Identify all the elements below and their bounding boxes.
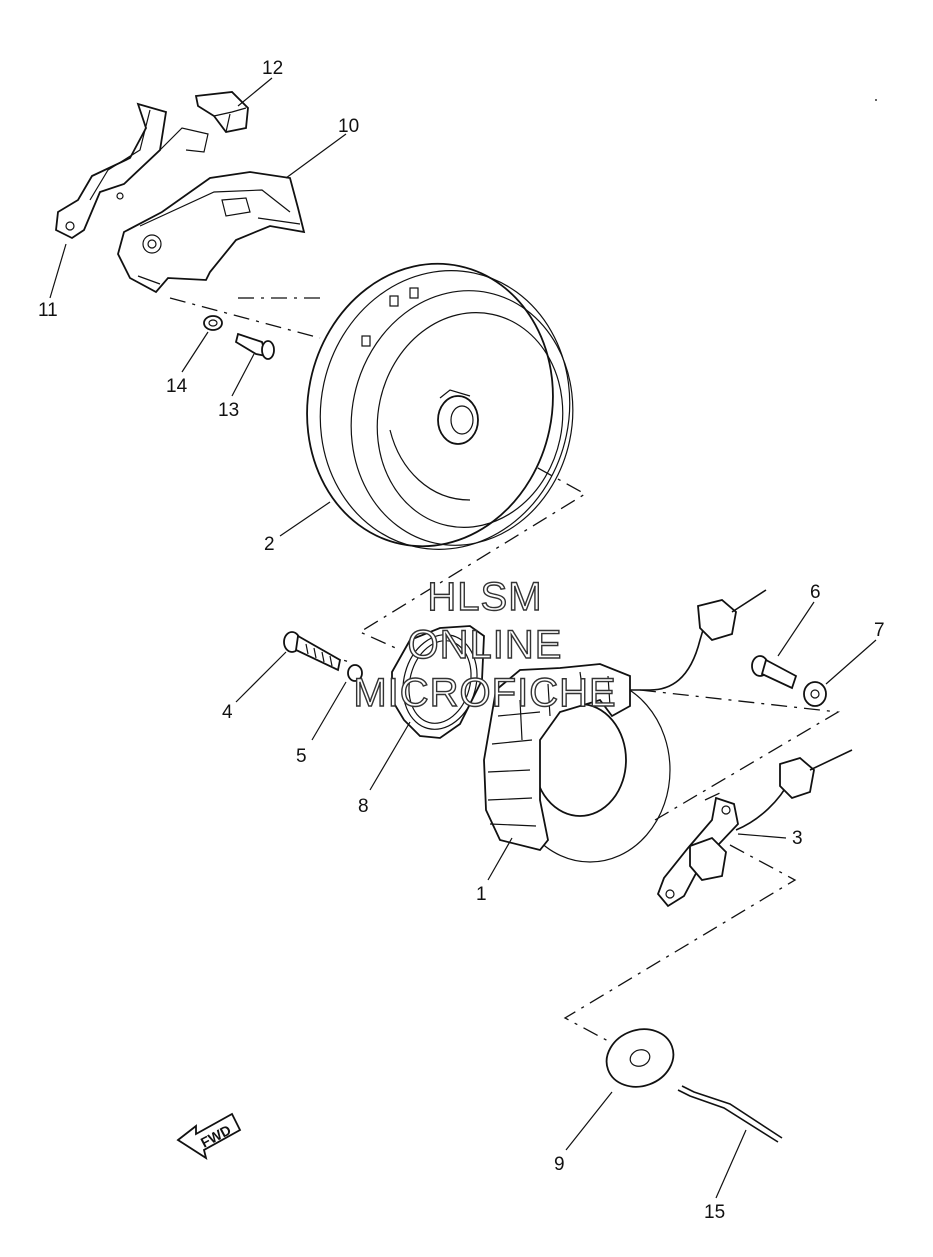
- part-10-cover: [117, 171, 306, 294]
- part-3-pickup: [656, 749, 853, 908]
- callout-1: 1: [476, 884, 487, 905]
- part-8-gasket: [391, 625, 485, 739]
- callout-11: 11: [38, 300, 58, 321]
- callout-8: 8: [358, 796, 369, 817]
- part-12-cap: [194, 91, 249, 133]
- part-11-bracket: [55, 102, 209, 240]
- callout-15: 15: [704, 1202, 725, 1223]
- part-5-washer: [347, 664, 363, 682]
- watermark-line-2: ONLINE: [408, 623, 563, 667]
- watermark: HLSM ONLINE MICROFICHE: [353, 574, 617, 715]
- part-7-washer: [803, 681, 827, 707]
- callout-13: 13: [218, 400, 239, 421]
- watermark-line-3: MICROFICHE: [353, 671, 616, 715]
- watermark-line-1: HLSM: [427, 575, 542, 619]
- callout-10: 10: [338, 116, 359, 137]
- callout-labels: 1 2 3 4 5 6 7 8 9 10 11 12 13 14 15: [38, 58, 885, 1223]
- part-13-screw: [234, 332, 275, 360]
- callout-2: 2: [264, 534, 275, 555]
- part-9-washer: [605, 1028, 675, 1088]
- callout-9: 9: [554, 1154, 565, 1175]
- part-1-stator: [483, 589, 767, 863]
- callout-12: 12: [262, 58, 283, 79]
- fwd-arrow-icon: FWD: [176, 1112, 242, 1160]
- part-2-rotor: [306, 262, 574, 550]
- callout-6: 6: [810, 582, 821, 603]
- part-6-bolt: [751, 655, 798, 690]
- part-15-key: [677, 1085, 783, 1143]
- callout-4: 4: [222, 702, 233, 723]
- callout-5: 5: [296, 746, 307, 767]
- leader-lines: [49, 77, 877, 1199]
- speck: [875, 99, 877, 101]
- callout-7: 7: [874, 620, 885, 641]
- callout-14: 14: [166, 376, 188, 397]
- part-4-bolt: [283, 631, 342, 672]
- callout-3: 3: [792, 828, 803, 849]
- part-14-washer: [203, 315, 223, 331]
